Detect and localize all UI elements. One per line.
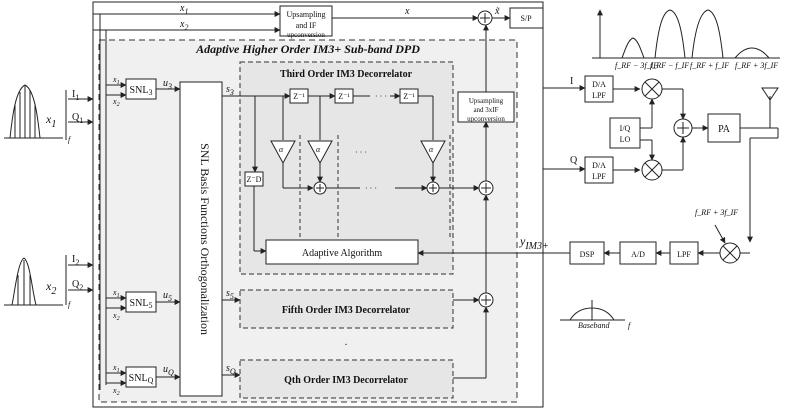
- svg-text:LO: LO: [620, 135, 631, 144]
- svg-text:PA: PA: [718, 124, 731, 135]
- input-spectrum-1: [4, 84, 63, 139]
- svg-text:Qth Order IM3 Decorrelator: Qth Order IM3 Decorrelator: [284, 375, 408, 386]
- snl-basis-block: [179, 81, 223, 397]
- svg-text:yIM3+: yIM3+: [519, 234, 549, 252]
- qth-order-block: [239, 359, 454, 399]
- svg-text:LPF: LPF: [592, 91, 606, 100]
- coeff-alpha-n: [420, 140, 446, 165]
- input-spectrum-2: [4, 257, 63, 306]
- svg-text:x2: x2: [112, 97, 120, 108]
- antenna-icon: [761, 87, 779, 101]
- label-Q2: Q2: [72, 279, 83, 292]
- label-f2: f: [68, 300, 72, 309]
- spec-label-1: f_RF − f_IF: [650, 61, 689, 70]
- svg-text:and 3xIF: and 3xIF: [473, 106, 498, 114]
- svg-text:Upsampling: Upsampling: [469, 97, 504, 105]
- svg-text:Adaptive Algorithm: Adaptive Algorithm: [302, 248, 382, 259]
- adaptive-algorithm-block: [265, 239, 419, 265]
- svg-text:α: α: [429, 145, 434, 154]
- sp-block: [509, 7, 544, 29]
- da-lpf-bot: [584, 156, 614, 184]
- svg-text:Z⁻¹: Z⁻¹: [403, 92, 415, 101]
- svg-text:x2: x2: [112, 311, 120, 322]
- coeff-alpha-0: [270, 140, 296, 165]
- svg-text:Z⁻¹: Z⁻¹: [338, 92, 350, 101]
- svg-text:upconversion: upconversion: [287, 31, 325, 39]
- spectrum-top-right: [592, 9, 780, 59]
- svg-text:·: ·: [344, 340, 347, 351]
- label-x1: x1: [45, 112, 56, 130]
- iq-lo-block: [609, 117, 641, 149]
- spec-label-2: f_RF + f_IF: [690, 61, 729, 70]
- svg-text:f: f: [628, 321, 632, 330]
- label-Q1: Q1: [72, 112, 83, 125]
- svg-text:sQ: sQ: [226, 363, 236, 376]
- spec-label-0: f_RF − 3f_IF: [615, 61, 658, 70]
- svg-text:A/D: A/D: [631, 250, 645, 259]
- svg-text:S/P: S/P: [520, 14, 532, 23]
- svg-text:x1: x1: [112, 75, 120, 86]
- svg-text:· · ·: · · ·: [375, 92, 387, 101]
- svg-text:s5: s5: [226, 288, 234, 301]
- baseband-label: Baseband: [578, 321, 611, 330]
- svg-text:· · ·: · · ·: [355, 148, 367, 157]
- svg-text:uQ: uQ: [163, 364, 174, 377]
- label-x2: x2: [45, 279, 56, 297]
- svg-text:s3: s3: [226, 84, 234, 97]
- svg-text:D/A: D/A: [592, 80, 606, 89]
- svg-text:x2: x2: [112, 386, 120, 397]
- lo-freq-label: f_RF + 3f_IF: [695, 208, 738, 217]
- svg-text:I/Q: I/Q: [620, 124, 631, 133]
- svg-text:I: I: [570, 76, 573, 87]
- upsampling-if-block: [279, 5, 333, 37]
- svg-text:and IF: and IF: [296, 21, 317, 30]
- coeff-alpha-1: [307, 140, 333, 165]
- baseband-spectrum: [560, 300, 625, 321]
- dpd-title: Adaptive Higher Order IM3+ Sub-band DPD: [195, 42, 420, 56]
- svg-text:α: α: [316, 145, 321, 154]
- fifth-order-block: [239, 289, 454, 329]
- label-xtilde: x̃: [494, 6, 500, 17]
- svg-text:x1: x1: [112, 363, 120, 374]
- svg-text:Fifth Order IM3 Decorrelator: Fifth Order IM3 Decorrelator: [282, 305, 411, 316]
- label-top-x1: x1: [179, 3, 188, 16]
- upsampling-if-label: Upsampling: [286, 10, 325, 19]
- svg-text:Z⁻¹: Z⁻¹: [293, 92, 305, 101]
- label-top-x2: x2: [179, 19, 188, 32]
- third-order-label: Third Order IM3 Decorrelator: [280, 69, 413, 80]
- spec-label-3: f_RF + 3f_IF: [735, 61, 778, 70]
- svg-text:α: α: [279, 145, 284, 154]
- svg-text:u3: u3: [163, 78, 172, 91]
- dsp-block: [569, 241, 605, 265]
- snl5-label: SNL5: [130, 298, 153, 310]
- svg-text:u5: u5: [163, 290, 172, 303]
- snl3-label: SNL3: [130, 85, 153, 97]
- snlq-label: SNLQ: [129, 373, 154, 385]
- svg-text:x1: x1: [112, 288, 120, 299]
- svg-text:D/A: D/A: [592, 161, 606, 170]
- label-f1: f: [68, 135, 72, 144]
- label-I1: I1: [72, 89, 79, 102]
- svg-text:· · ·: · · ·: [365, 184, 377, 193]
- svg-text:DSP: DSP: [580, 250, 595, 259]
- svg-text:upconversion: upconversion: [467, 115, 505, 123]
- svg-text:LPF: LPF: [677, 250, 691, 259]
- svg-text:Z⁻D: Z⁻D: [247, 175, 262, 184]
- label-x: x: [404, 6, 410, 17]
- svg-text:LPF: LPF: [592, 172, 606, 181]
- snl-basis-label: SNL Basis Functions Orthogonalization: [198, 143, 212, 335]
- svg-text:Q: Q: [570, 155, 578, 166]
- label-I2: I2: [72, 254, 79, 267]
